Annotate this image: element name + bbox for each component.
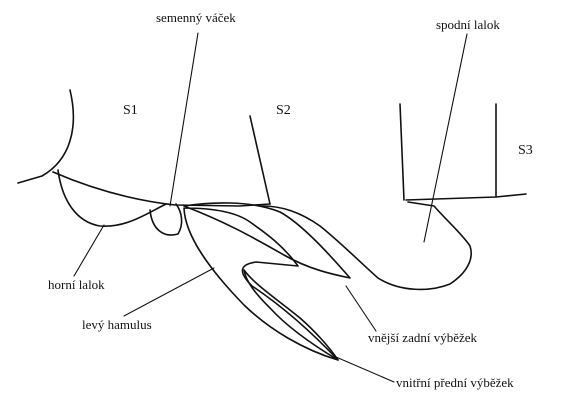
semenny-vacek-outline xyxy=(150,204,182,235)
leader-levy-hamulus xyxy=(124,268,214,316)
leader-vnitrni-predni-vybezek xyxy=(336,357,394,382)
vnejsi-zadni-vybezek-outline xyxy=(184,203,350,278)
leader-horni-lalok xyxy=(74,225,104,276)
semenny-vacek-label: semenný váček xyxy=(156,11,236,24)
ventral-body-line xyxy=(53,172,270,206)
vnitrni-predni-vybezek-label: vnitřní přední výběžek xyxy=(396,376,514,389)
leader-spodni-lalok xyxy=(424,34,467,242)
horni-lalok-outline xyxy=(58,170,166,226)
levy-hamulus-outline xyxy=(184,208,338,360)
vnejsi-zadni-vybezek-label: vnější zadní výběžek xyxy=(368,331,477,344)
segment-s3-outline xyxy=(400,104,526,200)
horni-lalok-label: horní lalok xyxy=(48,278,105,291)
segment-s2-end-line xyxy=(250,116,270,204)
levy-hamulus-label: levý hamulus xyxy=(82,318,152,331)
segment-s1-label: S1 xyxy=(123,104,138,118)
segment-s2-label: S2 xyxy=(276,104,291,118)
segment-s3-label: S3 xyxy=(518,144,533,158)
leader-semenny-vacek xyxy=(170,33,198,206)
spodni-lalok-label: spodní lalok xyxy=(436,18,500,31)
leader-vnejsi-zadni-vybezek xyxy=(346,286,376,331)
spodni-lalok-outline xyxy=(262,202,471,289)
segment-s1-outline xyxy=(18,90,73,183)
